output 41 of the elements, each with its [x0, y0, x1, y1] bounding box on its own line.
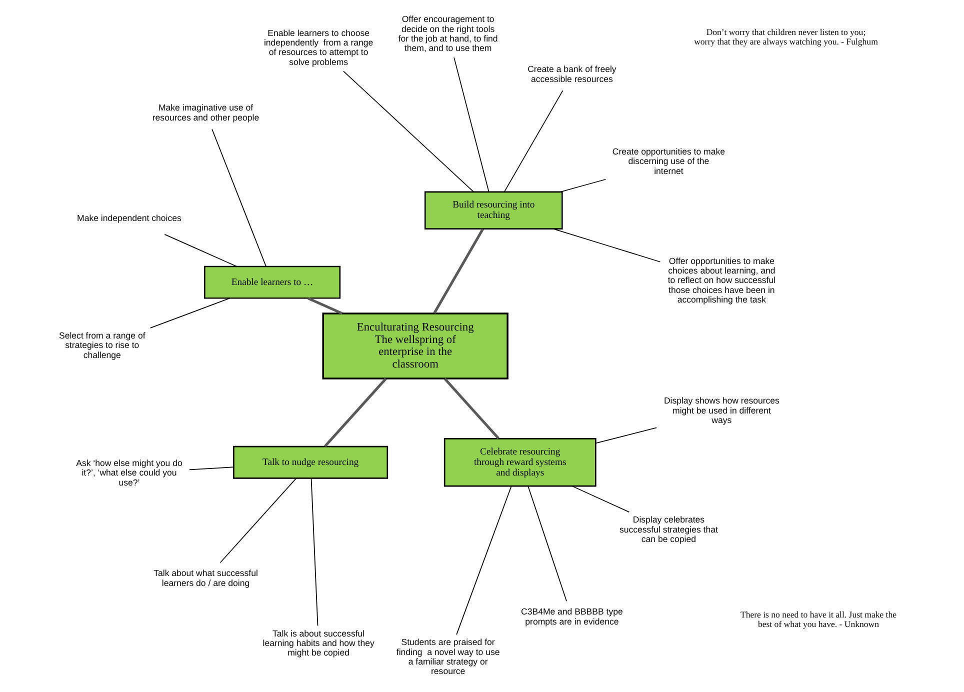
- node-text: Create a bank of freely accessible resources: [527, 64, 616, 84]
- node-text: Create opportunities to make discerning use of the internet: [612, 146, 724, 176]
- connector: [219, 478, 296, 564]
- node-box: Celebrate resourcing through reward systems and displays: [443, 438, 596, 487]
- node-text: Offer encouragement to decide on the right tools for the job at hand, to find them, and to use them: [398, 14, 498, 54]
- node-text: Make independent choices: [76, 212, 181, 223]
- node-text: Talk about what successful learners do / are doing: [153, 568, 258, 588]
- connector: [307, 297, 342, 315]
- connector: [324, 378, 386, 448]
- connector: [188, 466, 234, 470]
- node-text: Make imaginative use of resources and other people: [152, 102, 259, 122]
- connector: [443, 378, 499, 440]
- connector: [572, 486, 630, 513]
- label: There is no need to have it all. Just make the best of what you have. - Unknown: [740, 609, 896, 630]
- node-text: Display shows how resources might be used in different ways: [663, 396, 779, 425]
- connector: [149, 298, 230, 328]
- connector: [594, 427, 656, 444]
- node-text: Display celebrates successful strategies that can be copied: [619, 514, 718, 544]
- node-box: Enable learners to …: [203, 266, 340, 299]
- connector: [456, 486, 512, 636]
- label: Don’t worry that children never listen to you; worry that they are always watching you. - Fulghum: [694, 27, 878, 47]
- connector: [342, 70, 474, 192]
- connector: [432, 228, 484, 314]
- node-box: Enculturating Resourcing The wellspring of enterprise in the classroom: [322, 312, 508, 380]
- node-text: Ask ‘how else might you do it?’, ‘what else could you use?’: [76, 458, 182, 488]
- node-text: Enable learners to choose independently from a range of resources to attempt to solve problems: [263, 28, 373, 67]
- node-text: Select from a range of strategies to rise to challenge: [58, 330, 145, 360]
- connector: [559, 178, 606, 192]
- node-text: Offer opportunities to make choices about learning, and to reflect on how successful those choices have been in accomplishing the task: [667, 256, 776, 304]
- connector: [310, 478, 318, 626]
- connector: [552, 228, 660, 262]
- connector: [164, 234, 236, 267]
- connector: [453, 57, 489, 192]
- node-text: Talk is about successful learning habits and how they might be copied: [262, 628, 374, 658]
- connector: [211, 128, 266, 267]
- node-text: C3B4Me and BBBBB type prompts are in evidence: [520, 606, 622, 626]
- node-box: Build resourcing into teaching: [424, 191, 562, 230]
- node-text: Students are praised for finding a novel way to use a familiar strategy or resource: [396, 637, 500, 676]
- connector: [527, 486, 566, 602]
- node-box: Talk to nudge resourcing: [232, 446, 388, 479]
- connector: [503, 90, 563, 192]
